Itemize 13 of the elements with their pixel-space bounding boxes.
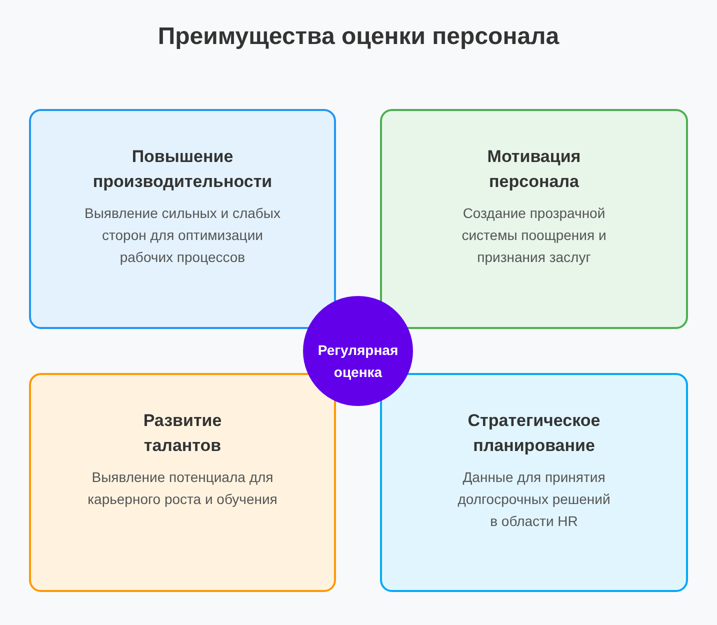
diagram-title: Преимущества оценки персонала [158, 22, 560, 52]
benefit-card [29, 373, 336, 592]
card-description: Данные для принятия долгосрочных решений в области HR [456, 468, 612, 531]
card-heading: Повышение производительности [92, 146, 274, 193]
card-heading: Стратегическое планирование [466, 410, 602, 457]
benefit-card [29, 109, 336, 329]
circle-label: Регулярная оценка [316, 341, 400, 382]
card-heading: Развитие талантов [142, 410, 223, 457]
card-description: Создание прозрачной системы поощрения и признания заслуг [460, 204, 608, 267]
benefit-card [380, 109, 688, 329]
card-description: Выявление потенциала для карьерного роста и обучения [86, 468, 278, 509]
card-description: Выявление сильных и слабых сторон для оптимизации рабочих процессов [84, 204, 282, 267]
card-heading: Мотивация персонала [486, 146, 582, 193]
